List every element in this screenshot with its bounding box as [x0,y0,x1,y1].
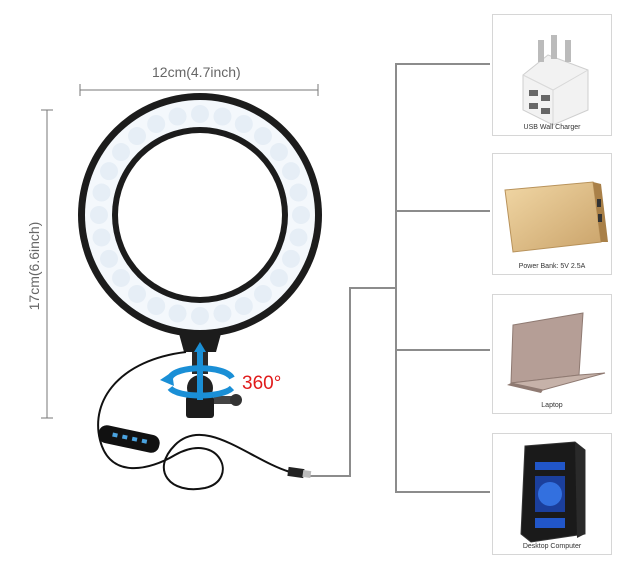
led-dot [112,143,131,162]
led-dot [147,115,166,134]
device-caption: Power Bank: 5V 2.5A [518,263,586,270]
led-dot [100,162,119,181]
device-caption: Desktop Computer [522,543,582,550]
led-dot [269,143,288,162]
led-dots [90,105,310,325]
led-dot [128,284,147,303]
led-dot [213,304,232,323]
led-dot [213,107,232,126]
connector-lines [306,63,490,493]
led-dot [281,162,300,181]
led-dot [269,268,288,287]
led-dot [191,307,209,325]
led-dot [289,228,308,247]
desktop-computer-icon [520,441,586,543]
led-dot [112,268,131,287]
led-dot [191,105,209,123]
led-dot [234,115,253,134]
usb-plug [287,466,305,479]
led-dot [234,296,253,315]
usb-wall-charger-icon [522,35,589,126]
led-dot [100,249,119,268]
rotation-arrow [167,350,235,400]
rotation-label: 360° [242,373,282,394]
ring-light [78,93,322,337]
led-dot [147,296,166,315]
width-dimension-label: 12cm(4.7inch) [152,64,241,80]
device-card-power-bank: Power Bank: 5V 2.5A [492,153,612,275]
led-dot [128,127,147,146]
led-dot [253,127,272,146]
device-card-laptop: Laptop [492,294,612,414]
led-dot [90,206,108,224]
power-bank-icon [504,181,608,253]
led-dot [281,249,300,268]
usb-cable [97,351,291,491]
inline-switch [98,425,160,453]
height-dimension-label: 17cm(6.6inch) [26,221,42,311]
device-card-usb-wall-charger: USB Wall Charger [492,14,612,136]
led-dot [168,304,187,323]
device-caption: USB Wall Charger [523,124,581,131]
device-card-desktop-computer: Desktop Computer [492,433,612,555]
device-caption: Laptop [541,402,563,409]
led-dot [92,228,111,247]
led-dot [292,206,310,224]
led-dot [168,107,187,126]
led-dot [92,183,111,202]
led-dot [253,284,272,303]
laptop-icon [507,312,606,393]
led-dot [289,183,308,202]
